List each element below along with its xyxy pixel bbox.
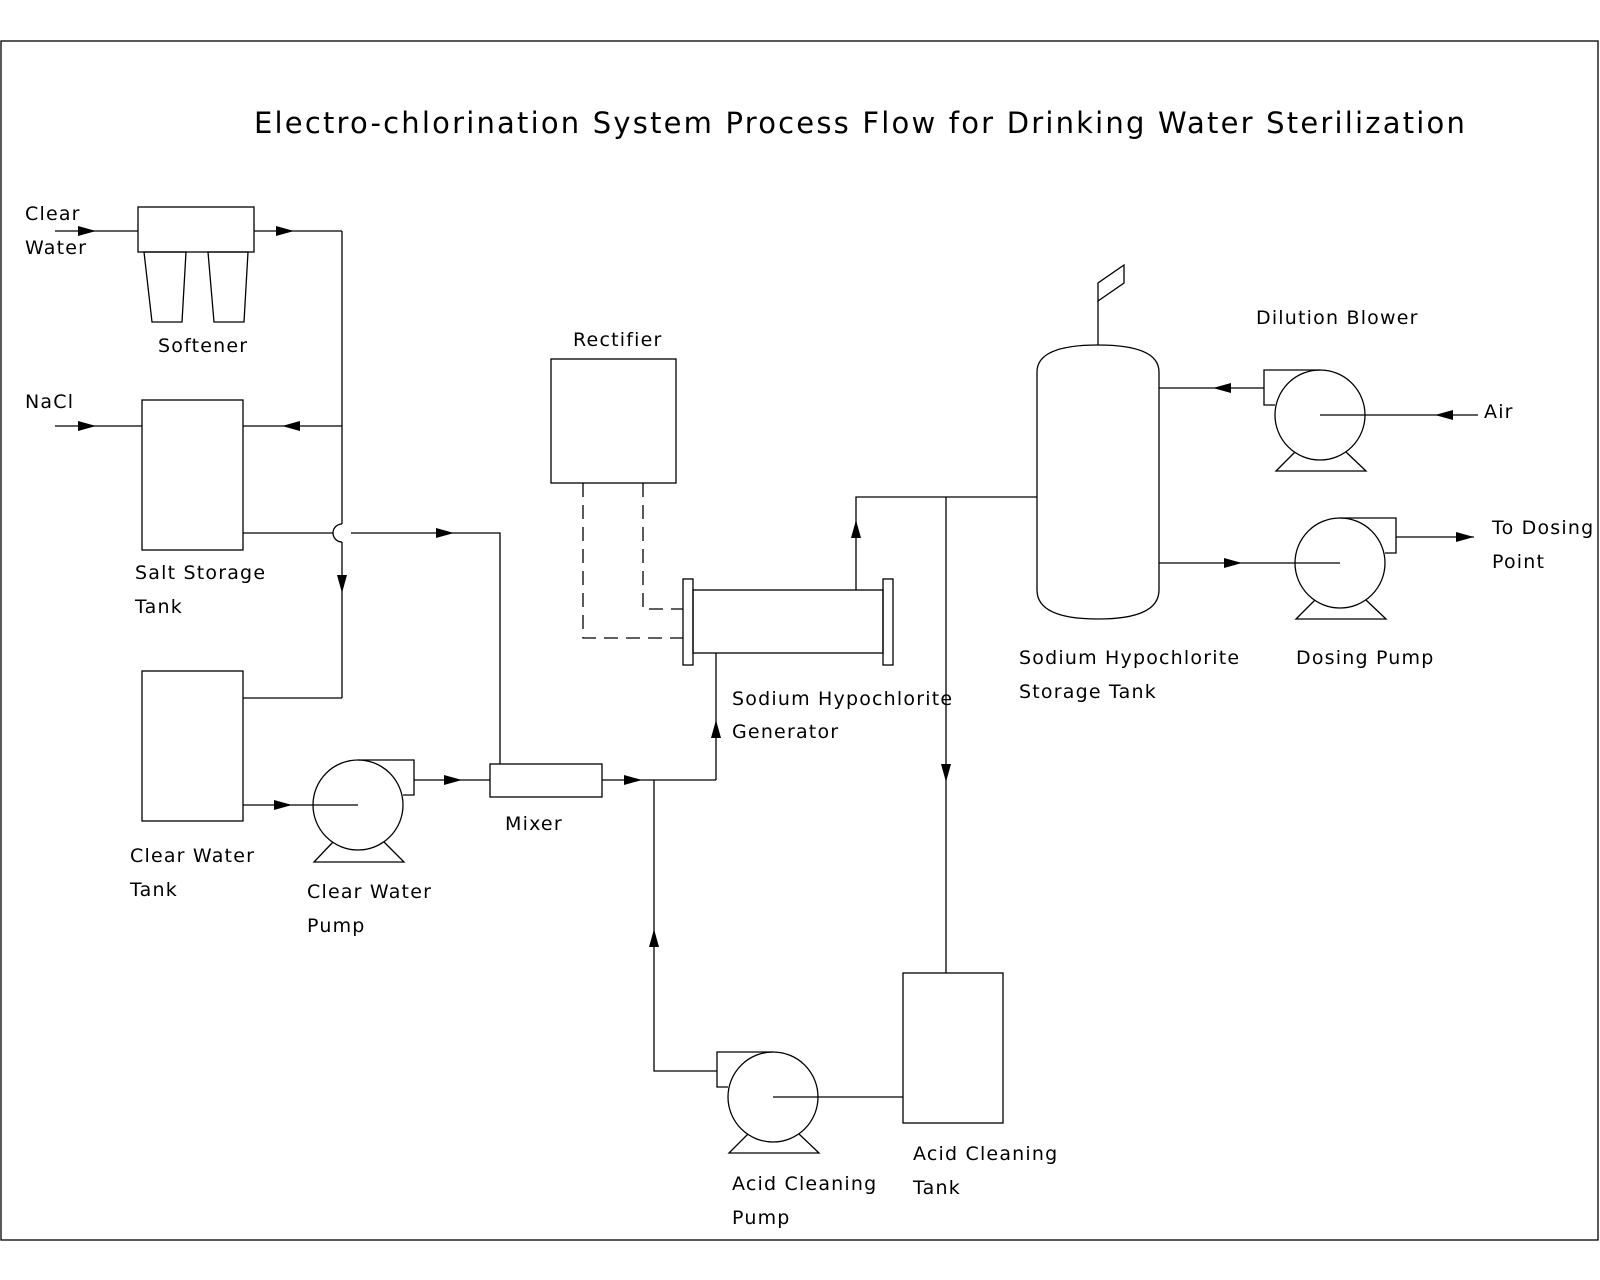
softener-label: Softener bbox=[158, 335, 248, 357]
softener bbox=[137, 206, 255, 323]
flow-arrow bbox=[851, 520, 861, 538]
flow-arrow bbox=[1435, 410, 1453, 420]
flow-arrow bbox=[337, 575, 347, 593]
rectifier-cable-negative bbox=[582, 483, 683, 639]
air-input-label: Air bbox=[1484, 401, 1514, 423]
acid-cleaning-pump-label-line1: Acid Cleaning bbox=[732, 1173, 877, 1195]
flow-arrow bbox=[78, 421, 96, 431]
sodium-hypochlorite-storage-tank bbox=[1036, 263, 1160, 620]
drawing-border bbox=[0, 40, 1599, 1241]
salt-storage-tank bbox=[141, 399, 244, 551]
flow-arrow bbox=[711, 720, 721, 738]
clear-water-pump bbox=[312, 759, 415, 863]
to-dosing-point-label-line1: To Dosing bbox=[1491, 517, 1594, 539]
flow-arrow bbox=[624, 775, 642, 785]
flow-arrow bbox=[941, 764, 951, 782]
dilution-blower bbox=[1263, 369, 1368, 472]
acid-cleaning-tank-label-line2: Tank bbox=[912, 1177, 961, 1199]
rectifier-label: Rectifier bbox=[573, 329, 662, 351]
acid-cleaning-tank bbox=[902, 972, 1004, 1124]
generator-label-line1: Sodium Hypochlorite bbox=[732, 688, 953, 710]
mixer bbox=[489, 763, 603, 798]
clear-water-tank-label-line1: Clear Water bbox=[130, 845, 255, 867]
clear-water-input-label-line2: Water bbox=[25, 237, 87, 259]
to-dosing-point-label-line2: Point bbox=[1492, 551, 1545, 573]
flow-arrow bbox=[1456, 532, 1474, 542]
flow-arrow bbox=[436, 528, 454, 538]
line-crossover-hop bbox=[332, 523, 343, 543]
salt-storage-tank-label-line1: Salt Storage bbox=[135, 562, 266, 584]
acid-cleaning-pump bbox=[716, 1051, 821, 1154]
nacl-input-label: NaCl bbox=[25, 391, 74, 413]
clear-water-tank-label-line2: Tank bbox=[129, 879, 178, 901]
generator-label-line2: Generator bbox=[732, 721, 839, 743]
clear-water-pump-label-line1: Clear Water bbox=[307, 881, 432, 903]
flow-arrow bbox=[78, 226, 96, 236]
diagram-title: Electro-chlorination System Process Flow… bbox=[254, 106, 1467, 140]
flow-arrow bbox=[444, 775, 462, 785]
generator-to-storage-line bbox=[855, 496, 1037, 590]
flow-arrow bbox=[1213, 383, 1231, 393]
flow-arrow bbox=[1224, 558, 1242, 568]
storage-tank-label-line1: Sodium Hypochlorite bbox=[1019, 647, 1240, 669]
mixer-label: Mixer bbox=[505, 813, 563, 835]
acid-cleaning-tank-label-line1: Acid Cleaning bbox=[913, 1143, 1058, 1165]
flow-arrow bbox=[276, 226, 294, 236]
flow-arrow bbox=[274, 800, 292, 810]
clear-water-input-label-line1: Clear bbox=[25, 203, 81, 225]
clear-water-pump-label-line2: Pump bbox=[307, 915, 366, 937]
acid-pump-to-generator-line bbox=[653, 780, 717, 1072]
dosing-pump bbox=[1294, 517, 1397, 620]
salt-storage-tank-label-line2: Tank bbox=[134, 596, 183, 618]
dosing-pump-label: Dosing Pump bbox=[1296, 647, 1435, 669]
rectifier bbox=[550, 358, 677, 484]
dilution-blower-label: Dilution Blower bbox=[1256, 307, 1419, 329]
sodium-hypochlorite-generator bbox=[682, 578, 894, 666]
storage-tank-label-line2: Storage Tank bbox=[1019, 681, 1157, 703]
flow-arrow bbox=[282, 421, 300, 431]
flow-arrow bbox=[649, 929, 659, 947]
rectifier-cable-positive bbox=[642, 483, 683, 610]
acid-cleaning-pump-label-line2: Pump bbox=[732, 1207, 791, 1229]
clear-water-tank bbox=[141, 670, 244, 822]
